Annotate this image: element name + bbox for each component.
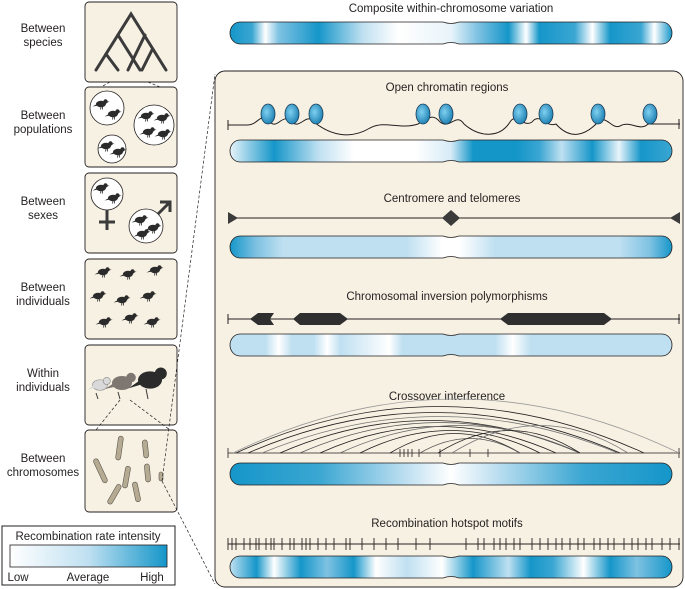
legend-average-label: Average	[67, 572, 110, 584]
nucleosome-icons	[260, 103, 658, 125]
zoom-connector-bottom	[161, 480, 216, 585]
crossover-ticks	[399, 449, 489, 457]
inversion-line	[227, 313, 680, 325]
hotspot-title: Recombination hotspot motifs	[371, 518, 523, 530]
chromosomes-box	[84, 429, 178, 513]
legend-low-label: Low	[7, 572, 29, 584]
sex-symbol-icon	[90, 177, 172, 244]
row-chromosomes-line2: chromosomes	[7, 467, 79, 479]
row-individuals-line1: Between	[21, 282, 66, 294]
bird-population-icon	[89, 90, 175, 164]
open-chromatin-chromosome	[229, 139, 673, 163]
legend: Recombination rate intensity Low Average…	[1, 525, 176, 586]
row-within-line2: individuals	[16, 382, 70, 394]
telomere-left-icon	[228, 212, 238, 224]
row-sexes-line2: sexes	[28, 210, 58, 222]
legend-title: Recombination rate intensity	[15, 531, 160, 543]
row-species-line1: Between	[21, 23, 66, 35]
hotspot-chromosome	[229, 555, 673, 579]
composite-chromosome	[229, 21, 673, 45]
inversion-arrow-icon	[250, 313, 274, 325]
row-sexes-line1: Between	[21, 196, 66, 208]
centromere-line	[228, 210, 680, 226]
inversion-arrow-icon	[293, 313, 348, 325]
inversion-chromosome	[229, 333, 673, 357]
centromere-chromosome	[229, 235, 673, 259]
centromere-title: Centromere and telomeres	[384, 193, 521, 205]
left-panel: Between species Between populations	[7, 1, 178, 513]
interference-chromosome	[229, 462, 673, 486]
phylogeny-tree-icon	[94, 11, 168, 72]
bird-individual-icon	[88, 367, 167, 400]
zoom-connector-top	[161, 73, 216, 482]
inversion-arrow-icon	[500, 313, 612, 325]
legend-high-label: High	[140, 572, 164, 584]
row-populations-line2: populations	[14, 124, 73, 136]
open-chromatin-title: Open chromatin regions	[386, 82, 509, 94]
interference-title: Crossover interference	[389, 391, 505, 403]
row-within-line1: Within	[27, 368, 59, 380]
row-individuals-line2: individuals	[16, 296, 70, 308]
mechanism-panel	[214, 70, 684, 588]
inversion-title: Chromosomal inversion polymorphisms	[346, 291, 548, 303]
row-populations-line1: Between	[21, 110, 66, 122]
centromere-icon	[442, 210, 460, 226]
row-chromosomes-line1: Between	[21, 453, 66, 465]
telomere-right-icon	[670, 212, 680, 224]
composite-title: Composite within-chromosome variation	[349, 3, 554, 15]
crossover-arcs	[227, 398, 680, 458]
row-species-line2: species	[24, 37, 63, 49]
species-box	[84, 1, 178, 83]
legend-gradient-bar	[9, 544, 168, 568]
hotspot-motif-line	[227, 538, 680, 550]
